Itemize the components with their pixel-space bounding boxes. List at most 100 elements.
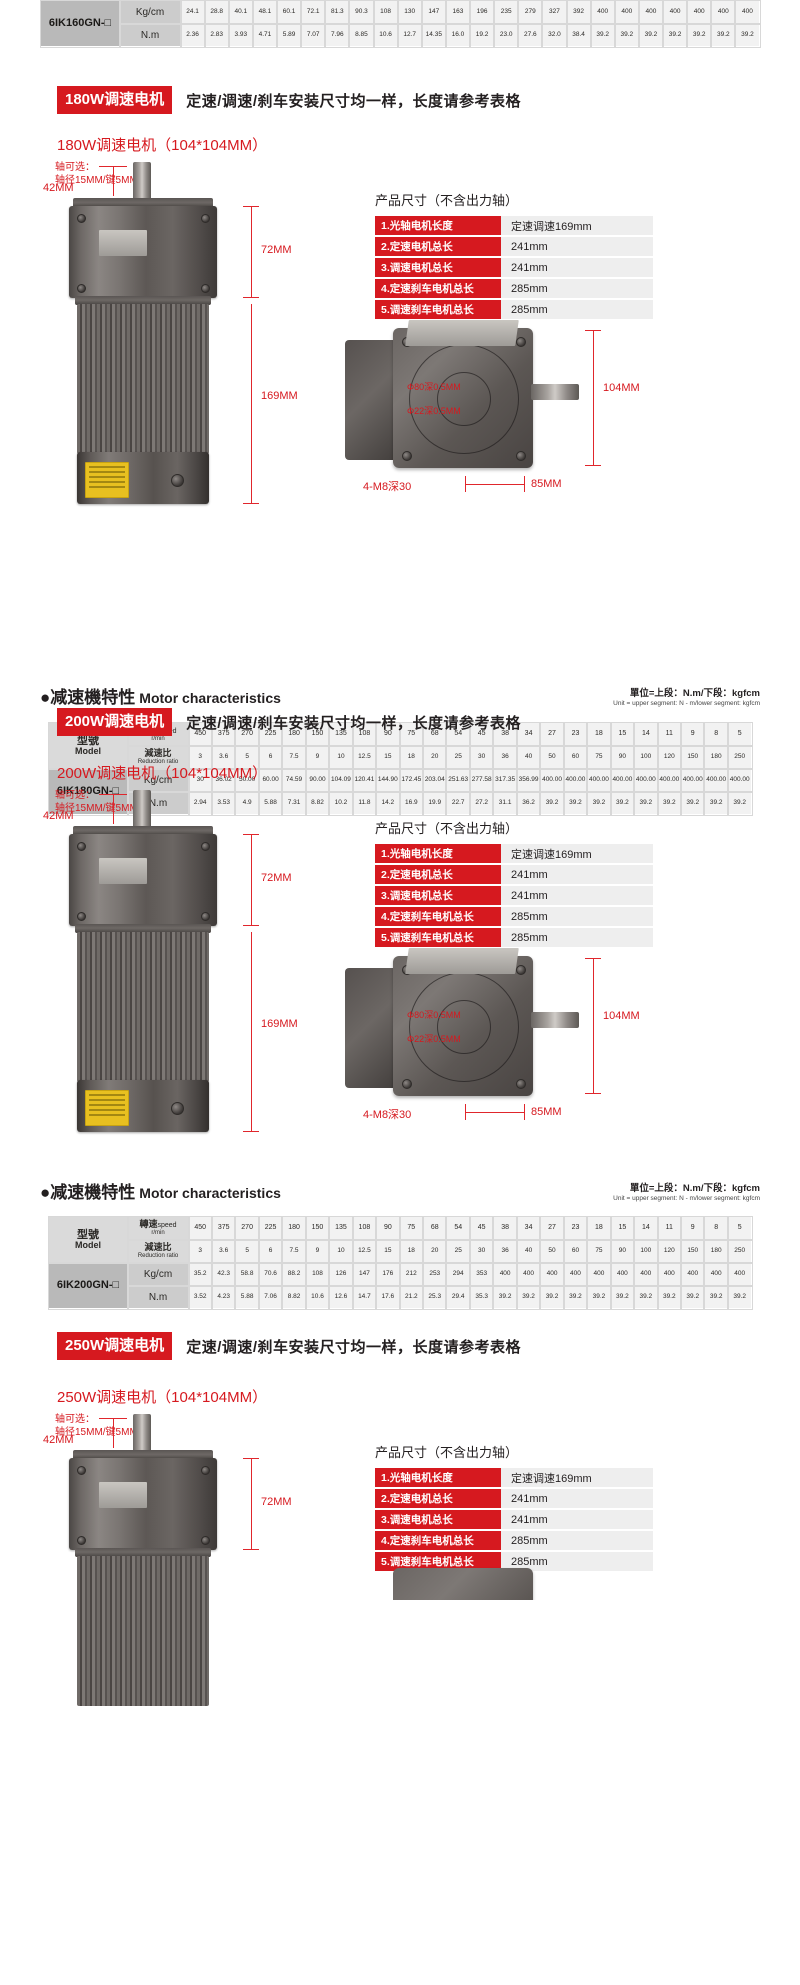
dim-line-72 — [251, 1458, 252, 1550]
dim-line-169 — [251, 304, 252, 504]
motor-side-view-180: 42MM 轴可选： 轴径15MM/键5MM 72MM 169MM — [43, 162, 355, 512]
nameplate — [99, 1482, 147, 1508]
cell: 135 — [328, 1215, 354, 1241]
cell: 4.9 — [234, 790, 260, 816]
section-header-180: 180W调速电机 定速/调速/刹车安装尺寸均一样，长度请参考表格 — [57, 86, 521, 114]
cell: 39.2 — [539, 790, 565, 816]
cell: 270 — [234, 1215, 260, 1241]
cell: 50 — [539, 744, 565, 770]
cell: 3.6 — [210, 744, 237, 770]
section-subtitle-250: 250W调速电机（104*104MM） — [57, 1389, 268, 1406]
model-header: 型號 Model — [47, 1215, 129, 1264]
bolt-icon — [77, 912, 86, 921]
spec-head-180: 产品尺寸（不含出力轴） — [375, 193, 519, 208]
spec-key: 2.定速电机总长 — [375, 865, 501, 884]
shaft-note-line1: 轴可选： — [55, 1414, 95, 1425]
dim-104mm: 104MM — [603, 1010, 640, 1022]
cell: 10.6 — [372, 22, 399, 48]
cell: 176 — [375, 1261, 401, 1287]
cell: 450 — [187, 1215, 213, 1241]
bolt-icon — [77, 1466, 86, 1475]
dim-42mm: 42MM — [43, 1434, 74, 1446]
top-partial-table: 6IK160GN-□ Kg/cm 24.1 28.8 40.1 48.1 60.… — [39, 0, 761, 48]
gearhead-cap — [73, 1450, 213, 1460]
cell: 400.00 — [656, 767, 683, 793]
spec-value: 285mm — [501, 928, 653, 947]
cell: 400 — [539, 1261, 565, 1287]
cell: 50 — [539, 1238, 565, 1264]
cell: 39.2 — [515, 1284, 542, 1310]
spec-value: 241mm — [501, 258, 653, 277]
gearhead-cap — [73, 198, 213, 208]
output-shaft — [531, 384, 579, 400]
spec-key: 5.调速刹车电机总长 — [375, 300, 501, 319]
cell: 400.00 — [726, 767, 753, 793]
motor-finned-body — [77, 1556, 209, 1706]
model-cell: 6IK180GN-□ — [47, 767, 129, 816]
cell: 40 — [515, 744, 542, 770]
unit-note-200: 單位=上段：N.m/下段：kgfcm Unit = upper segment:… — [613, 1183, 760, 1203]
cell: 11 — [656, 721, 683, 747]
dim-face-inner2: Φ22深0.5MM — [407, 406, 461, 416]
unit-note-cn: 單位=上段：N.m/下段：kgfcm — [629, 1183, 760, 1194]
bolt-icon — [516, 451, 526, 461]
dim-tick — [243, 1131, 259, 1132]
flange-plate — [75, 296, 211, 305]
dim-tick — [524, 476, 525, 492]
cell: 108 — [304, 1261, 331, 1287]
table-row: 6IK160GN-□ Kg/cm 24.1 28.8 40.1 48.1 60.… — [39, 0, 761, 48]
cell: 163 — [444, 0, 472, 25]
cell: 35.2 — [187, 1261, 213, 1287]
cell: 18 — [398, 1238, 425, 1264]
bolt-icon — [516, 965, 526, 975]
cell: 3.93 — [227, 22, 254, 48]
cell: 12.5 — [351, 1238, 378, 1264]
spec-value: 241mm — [501, 237, 653, 256]
section-tagline-180: 定速/调速/刹车安装尺寸均一样，长度请参考表格 — [186, 92, 522, 110]
cell: 39.2 — [661, 22, 689, 48]
cell: 150 — [304, 1215, 331, 1241]
model-label-cn: 型號 — [77, 734, 99, 747]
model-label-cn: 型號 — [77, 1228, 99, 1241]
bolt-icon — [201, 1536, 210, 1545]
bolt-icon — [402, 451, 412, 461]
cell: 6 — [257, 744, 284, 770]
table-row: N.m 2.36 2.83 3.93 4.71 5.89 7.07 7.96 8… — [41, 22, 761, 48]
bolt-icon — [201, 214, 210, 223]
cell: 30 — [468, 744, 495, 770]
spec-value: 241mm — [501, 886, 653, 905]
cell: 11 — [656, 1215, 683, 1241]
dim-72mm: 72MM — [261, 244, 292, 256]
cell: 400 — [633, 1261, 659, 1287]
spec-head-250: 产品尺寸（不含出力轴） — [375, 1445, 519, 1460]
cell: 400 — [661, 0, 689, 25]
cell: 4.23 — [210, 1284, 237, 1310]
cell: 392 — [565, 0, 592, 25]
cell: 9 — [304, 744, 331, 770]
data-table-180: 型號 Model 轉速speed r/min 450 375 270 225 1… — [47, 721, 753, 816]
gearhead-cap — [73, 826, 213, 836]
dim-face-inner: Φ80深0.5MM — [407, 1010, 461, 1020]
cell: 130 — [396, 0, 423, 25]
spec-value: 285mm — [501, 279, 653, 298]
unit-cell: Kg/cm — [126, 1261, 190, 1287]
dim-tick — [585, 330, 601, 331]
cell: 196 — [468, 0, 496, 25]
cell: 18 — [586, 1215, 612, 1241]
output-shaft — [531, 1012, 579, 1028]
cell: 5 — [726, 1215, 753, 1241]
dim-line-104 — [593, 958, 594, 1094]
dim-line-72 — [251, 834, 252, 926]
cell: 150 — [679, 744, 706, 770]
spec-key: 1.光轴电机长度 — [375, 1468, 501, 1487]
cell: 39.2 — [656, 790, 683, 816]
dim-72mm: 72MM — [261, 872, 292, 884]
cell: 7.07 — [300, 22, 327, 48]
